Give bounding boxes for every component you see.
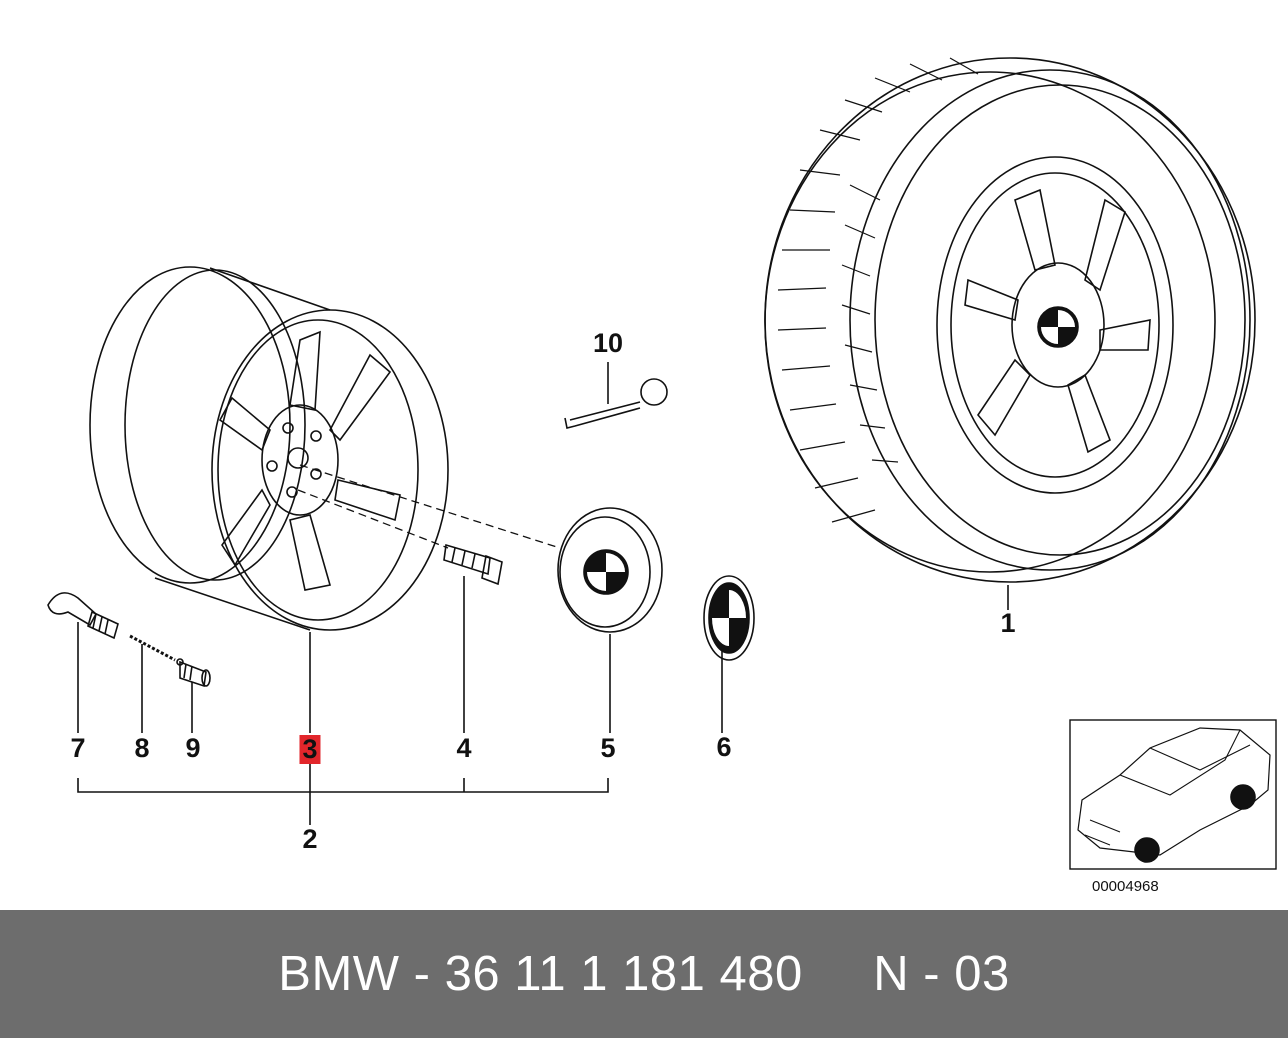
callout-3-highlighted[interactable]: 3 (299, 735, 321, 764)
position-code: N - 03 (873, 947, 1010, 1001)
part-number-caption: BMW - 36 11 1 181 480 N - 03 (278, 946, 1009, 1002)
callout-7[interactable]: 7 (70, 733, 86, 763)
wrench-illustration (564, 378, 668, 429)
separator: - (413, 947, 431, 1001)
valve-insert-illustration (129, 634, 184, 666)
callout-5[interactable]: 5 (600, 733, 616, 763)
complete-wheel-illustration (764, 57, 1256, 583)
callout-4[interactable]: 4 (456, 733, 472, 763)
hub-cap-illustration (557, 507, 663, 633)
callout-9[interactable]: 9 (185, 733, 201, 763)
brand-label: BMW (278, 947, 400, 1001)
valve-illustration (47, 592, 119, 640)
emblem-illustration (703, 575, 755, 661)
callout-6[interactable]: 6 (716, 732, 732, 762)
valve-cap-illustration (179, 660, 211, 688)
callout-8[interactable]: 8 (134, 733, 150, 763)
wheel-bolt-illustration (443, 543, 503, 586)
footer-bar: BMW - 36 11 1 181 480 N - 03 (0, 910, 1288, 1038)
callout-2[interactable]: 2 (302, 824, 318, 854)
diagram-reference-code: 00004968 (1092, 878, 1159, 895)
part-number: 36 11 1 181 480 (444, 947, 803, 1001)
callout-10[interactable]: 10 (592, 328, 624, 358)
car-location-thumbnail (1069, 719, 1277, 870)
callout-1[interactable]: 1 (1000, 608, 1016, 638)
parts-diagram (47, 57, 1277, 870)
alloy-rim-illustration (89, 266, 449, 631)
